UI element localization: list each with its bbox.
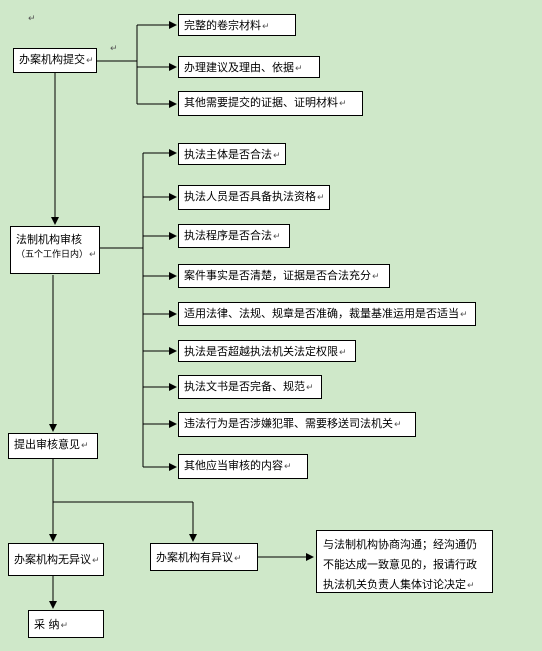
node-check-2: 执法人员是否具备执法资格↵ (178, 185, 330, 210)
stray-return-mark: ↵ (110, 44, 118, 54)
node-no-objection: 办案机构无异议↵ (8, 543, 104, 576)
node-material-1: 完整的卷宗材料↵ (178, 14, 296, 36)
node-review: 法制机构审核 （五个工作日内）↵ (10, 226, 100, 274)
node-check-3: 执法程序是否合法↵ (178, 224, 290, 248)
node-material-2: 办理建议及理由、依据↵ (178, 56, 320, 78)
node-check-1: 执法主体是否合法↵ (178, 143, 286, 165)
node-negotiate: 与法制机构协商沟通；经沟通仍不能达成一致意见的，报请行政执法机关负责人集体讨论决… (316, 530, 493, 593)
node-check-6: 执法是否超越执法机关法定权限↵ (178, 340, 356, 362)
node-adopt: 采 纳↵ (28, 610, 104, 638)
node-review-note: （五个工作日内）↵ (16, 250, 97, 260)
node-check-8: 违法行为是否涉嫌犯罪、需要移送司法机关↵ (178, 412, 416, 437)
node-objection: 办案机构有异议↵ (150, 543, 258, 571)
node-material-3: 其他需要提交的证据、证明材料↵ (178, 91, 363, 116)
stray-return-mark: ↵ (28, 14, 36, 24)
node-check-4: 案件事实是否清楚，证据是否合法充分↵ (178, 264, 390, 288)
node-opinion: 提出审核意见↵ (8, 433, 98, 459)
node-check-9: 其他应当审核的内容↵ (178, 454, 308, 479)
node-review-title: 法制机构审核 (16, 233, 82, 246)
node-submit-label: 办案机构提交 (19, 53, 85, 66)
node-check-5: 适用法律、法规、规章是否准确，裁量基准运用是否适当↵ (178, 302, 476, 326)
node-check-7: 执法文书是否完备、规范↵ (178, 375, 322, 399)
node-submit: 办案机构提交↵ (13, 48, 97, 73)
